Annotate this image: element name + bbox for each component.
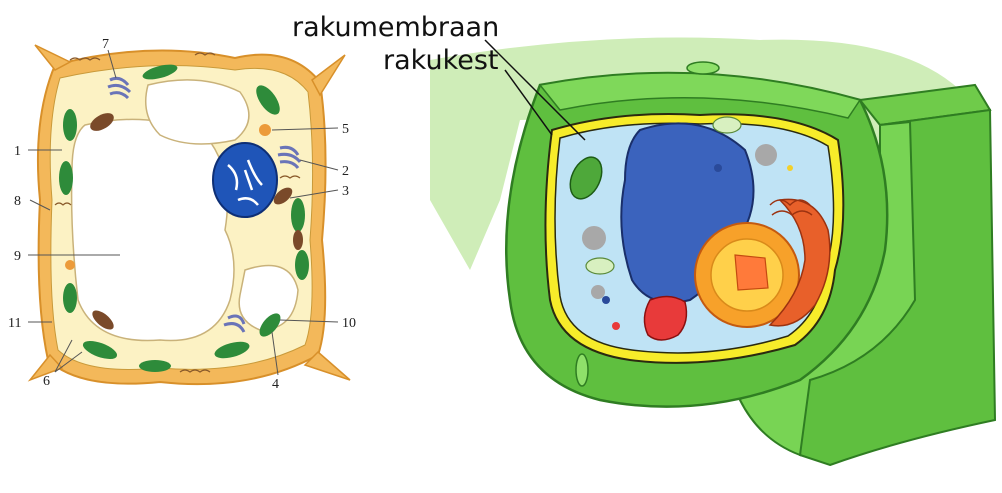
nucleus xyxy=(212,142,278,218)
chloroplast xyxy=(63,109,77,141)
mitochondrion xyxy=(273,187,293,205)
vesicle xyxy=(787,165,793,171)
label-rakukest: rakukest xyxy=(383,45,499,76)
chloroplast xyxy=(82,340,118,360)
rough-er-folds xyxy=(769,199,813,216)
leader-lines xyxy=(28,49,339,376)
chloroplast xyxy=(59,161,73,195)
label-8: 8 xyxy=(14,194,21,209)
label-6: 6 xyxy=(43,374,50,389)
chloroplast-3d xyxy=(569,156,603,200)
granule xyxy=(591,285,605,299)
mitochondrion xyxy=(293,230,303,250)
label-3: 3 xyxy=(342,184,349,199)
endoplasmic-reticulum xyxy=(54,52,301,373)
left-plant-cell: 1 2 3 4 5 6 7 8 9 10 11 xyxy=(8,37,356,392)
mitochondrion-3d xyxy=(585,257,615,275)
main-cell-top-face xyxy=(538,72,862,119)
label-7: 7 xyxy=(102,37,109,52)
label-10: 10 xyxy=(342,316,356,331)
label-5: 5 xyxy=(342,122,349,137)
wall-corner-tl xyxy=(34,44,72,71)
chloroplast xyxy=(139,360,171,372)
central-vacuole xyxy=(70,118,235,342)
chloroplast xyxy=(295,250,309,280)
chloroplast xyxy=(291,198,305,232)
golgi-apparatus xyxy=(107,76,302,333)
mitochondrion xyxy=(92,310,114,330)
wall-corner-bl xyxy=(27,353,64,382)
vesicle xyxy=(612,322,620,330)
label-4: 4 xyxy=(272,377,279,392)
plasmodesma xyxy=(575,353,589,387)
spherosome xyxy=(259,124,271,136)
plasmodesma xyxy=(686,61,720,75)
right-plant-cell: rakumembraan rakukest xyxy=(292,12,997,467)
small-vacuole-top xyxy=(145,79,250,145)
leader-membrane xyxy=(484,39,586,141)
golgi-3d xyxy=(643,295,688,341)
wall-corner-tr xyxy=(311,54,346,97)
vesicle xyxy=(602,296,610,304)
nucleolus xyxy=(734,254,769,291)
label-rakumembraan: rakumembraan xyxy=(292,12,499,43)
granule xyxy=(582,226,606,250)
label-1: 1 xyxy=(14,144,21,159)
granule xyxy=(755,144,777,166)
mitochondrion xyxy=(90,113,114,131)
wall-corner-br xyxy=(303,350,351,381)
chloroplast xyxy=(259,313,281,337)
chloroplast xyxy=(214,341,250,359)
vesicle xyxy=(714,164,722,172)
label-11: 11 xyxy=(8,316,21,331)
chromatin xyxy=(227,159,263,206)
leader-wall xyxy=(504,69,553,136)
label-9: 9 xyxy=(14,249,21,264)
rough-er xyxy=(768,198,831,327)
chloroplast xyxy=(63,283,77,313)
spherosome xyxy=(65,260,75,270)
mitochondrion-3d xyxy=(712,116,742,134)
label-2: 2 xyxy=(342,164,349,179)
chloroplast xyxy=(256,85,280,115)
chloroplast xyxy=(142,64,178,80)
